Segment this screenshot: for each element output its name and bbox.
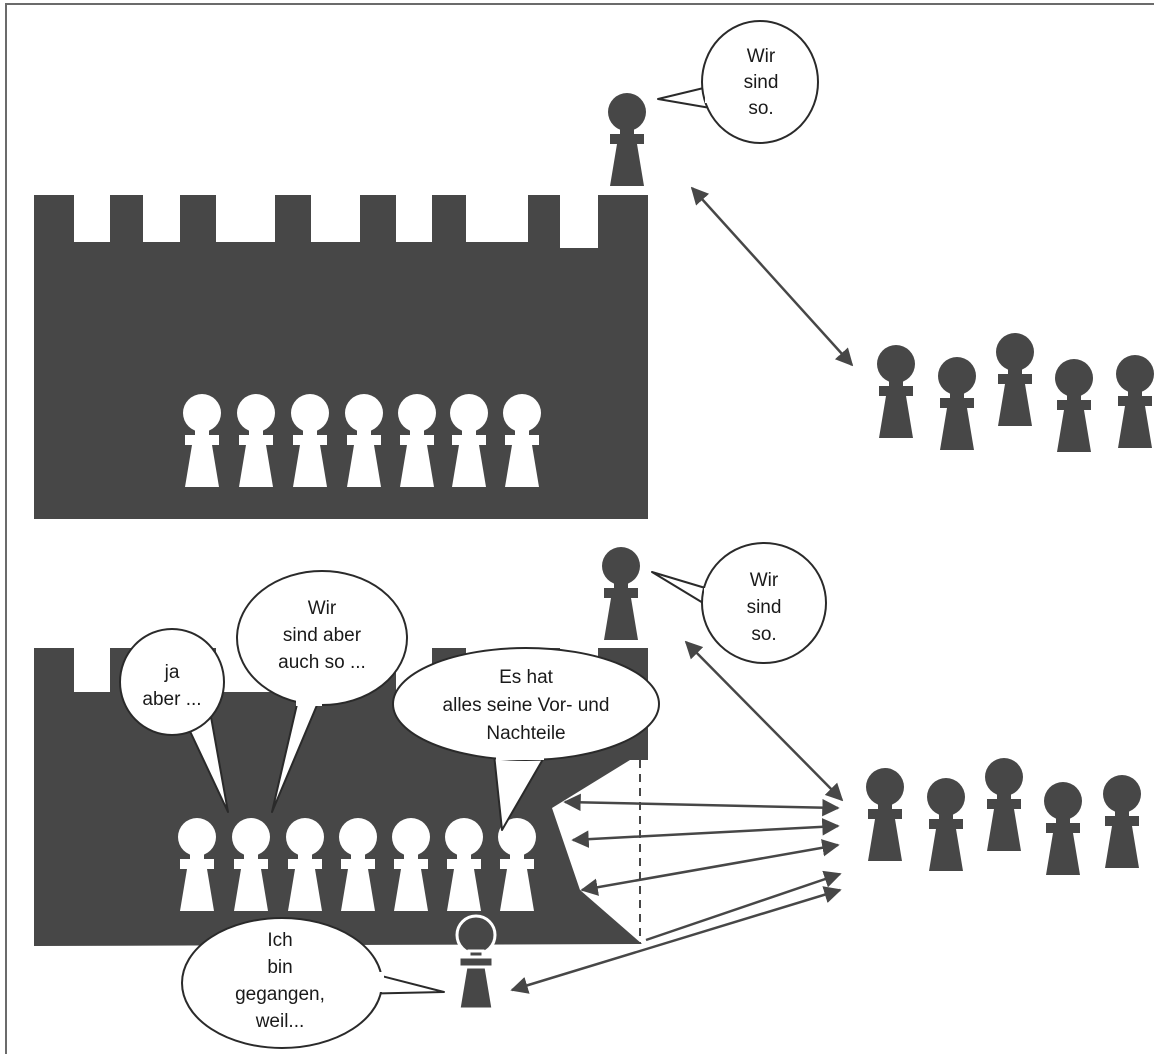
- bubble-line: bin: [267, 957, 292, 978]
- leaver-figure: [455, 914, 497, 1011]
- interaction-arrows: [510, 793, 842, 994]
- bubble-ja-aber: ja aber ...: [119, 628, 229, 813]
- figure-frame: [5, 3, 1154, 1054]
- bubble-vor-nachteile: Es hat alles seine Vor- und Nachteile: [392, 647, 660, 831]
- top-leader-arrow: [690, 186, 854, 367]
- two-way-arrow: [510, 886, 842, 994]
- bubble-line: Wir: [750, 570, 779, 591]
- pawn-figure-icon: [877, 345, 915, 438]
- bubble-line: aber ...: [142, 689, 201, 710]
- pawn-figure-icon: [602, 547, 640, 640]
- one-way-arrow: [645, 870, 842, 942]
- bubble-line: Nachteile: [486, 723, 565, 744]
- bubble-line: ja: [164, 662, 180, 683]
- pawn-figure-icon: [178, 818, 216, 911]
- pawn-figure-icon: [183, 394, 221, 487]
- pawn-figure-icon: [398, 394, 436, 487]
- bubble-line: sind: [747, 597, 782, 618]
- pawn-figure-icon: [392, 818, 430, 911]
- pawn-figure-icon: [985, 758, 1023, 851]
- bottom-outside-group: [866, 758, 1141, 875]
- bottom-leader-arrow: [684, 640, 844, 802]
- bubble-line: so.: [751, 624, 776, 645]
- bubble-line: alles seine Vor- und: [443, 695, 610, 716]
- bubble-line: Wir: [747, 46, 776, 67]
- two-way-arrow: [563, 793, 840, 817]
- pawn-figure-icon: [345, 394, 383, 487]
- two-way-arrow: [580, 839, 840, 896]
- pawn-figure-icon: [1116, 355, 1154, 448]
- pawn-figure-icon: [608, 93, 646, 186]
- bubble-line: auch so ...: [278, 652, 366, 673]
- bottom-leader-bubble: Wir sind so.: [651, 542, 827, 664]
- pawn-figure-icon: [450, 394, 488, 487]
- pawn-figure-icon: [996, 333, 1034, 426]
- bubble-line: Ich: [267, 930, 292, 951]
- bubble-line: sind: [744, 72, 779, 93]
- bubble-wir-sind-aber: Wir sind aber auch so ...: [236, 570, 408, 813]
- pawn-figure-icon: [237, 394, 275, 487]
- top-leader-bubble: Wir sind so.: [657, 20, 819, 144]
- pawn-figure-icon: [1044, 782, 1082, 875]
- bubble-line: weil...: [255, 1011, 305, 1032]
- pawn-figure-icon: [498, 818, 536, 911]
- pawn-figure-icon: [503, 394, 541, 487]
- pawn-figure-icon: [938, 357, 976, 450]
- bottom-scene: ja aber ... Wir sind aber auch so ... Es…: [34, 542, 1141, 1049]
- pawn-figure-icon: [1103, 775, 1141, 868]
- pawn-figure-icon: [232, 818, 270, 911]
- top-scene: Wir sind so.: [34, 20, 1154, 519]
- top-outside-group: [877, 333, 1154, 452]
- top-castle-wall: [34, 195, 648, 519]
- pawn-figure-icon: [455, 914, 497, 1011]
- pawn-figure-icon: [286, 818, 324, 911]
- bubble-line: so.: [748, 98, 773, 119]
- bubble-gegangen: Ich bin gegangen, weil...: [181, 917, 445, 1049]
- bottom-leader: [602, 547, 640, 640]
- bubble-line: gegangen,: [235, 984, 325, 1005]
- pawn-figure-icon: [1055, 359, 1093, 452]
- bubble-line: Es hat: [499, 667, 554, 688]
- pawn-figure-icon: [866, 768, 904, 861]
- pawn-figure-icon: [927, 778, 965, 871]
- pawn-figure-icon: [339, 818, 377, 911]
- top-leader: [608, 93, 646, 186]
- pawn-figure-icon: [445, 818, 483, 911]
- bubble-line: Wir: [308, 598, 337, 619]
- two-way-arrow: [571, 818, 840, 848]
- bubble-line: sind aber: [283, 625, 362, 646]
- pawn-figure-icon: [291, 394, 329, 487]
